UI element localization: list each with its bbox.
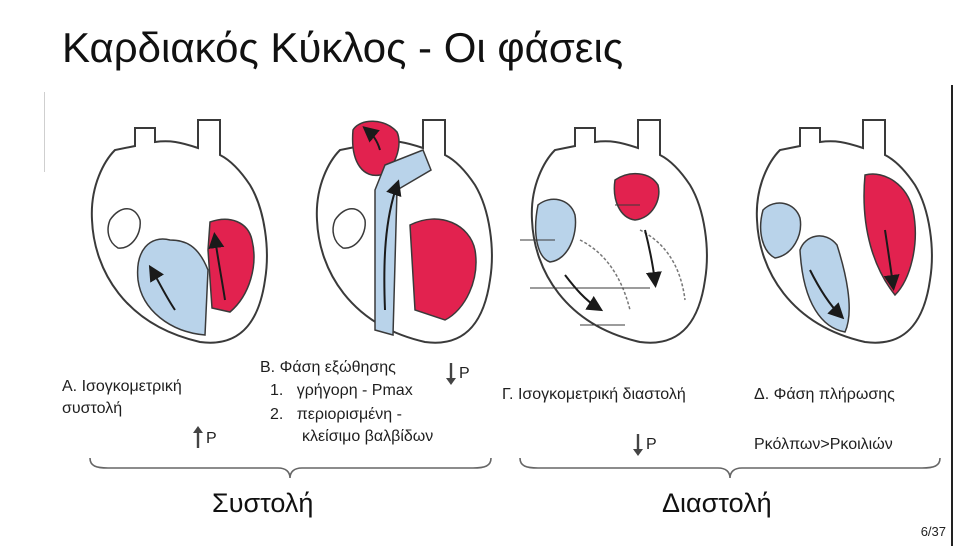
phase-a-label-line2: συστολή (62, 398, 122, 420)
phase-d-pressure-note: Ρκόλπων>Ρκοιλιών (754, 434, 893, 456)
step-number: 2. (270, 406, 283, 423)
systole-label: Συστολή (212, 488, 313, 519)
systole-brace (88, 456, 493, 480)
pressure-down-arrow-icon (633, 434, 643, 456)
pressure-up-arrow-icon (193, 426, 203, 448)
step-text: γρήγορη - Pmax (297, 382, 413, 399)
pressure-down-arrow-icon (446, 363, 456, 385)
diastole-brace (518, 456, 942, 480)
heart-a (92, 120, 267, 343)
phase-b-pressure-symbol: P (459, 363, 470, 385)
phase-c-pressure-symbol: P (646, 434, 657, 456)
heart-c (520, 120, 707, 343)
heart-illustrations (80, 110, 950, 355)
step-number: 1. (270, 382, 283, 399)
phase-c-label: Γ. Ισογκομετρική διαστολή (502, 384, 686, 406)
heart-d (757, 120, 932, 343)
slide-left-rule (44, 92, 45, 172)
slide-right-border (951, 85, 953, 546)
phase-b-step-2: 2. περιορισμένη - (270, 404, 402, 426)
heart-b (317, 120, 492, 343)
phase-b-step-1: 1. γρήγορη - Pmax (270, 380, 413, 402)
phase-d-label: Δ. Φάση πλήρωσης (754, 384, 895, 406)
phase-b-label: Β. Φάση εξώθησης (260, 357, 396, 379)
phase-a-pressure-symbol: P (206, 428, 217, 450)
slide-title: Καρδιακός Κύκλος - Οι φάσεις (62, 24, 623, 72)
phase-b-step-2-continued: κλείσιμο βαλβίδων (302, 426, 433, 448)
step-text: περιορισμένη - (297, 406, 402, 423)
page-number: 6/37 (921, 524, 946, 539)
phase-a-label-line1: Α. Ισογκομετρική (62, 376, 182, 398)
diastole-label: Διαστολή (662, 488, 772, 519)
